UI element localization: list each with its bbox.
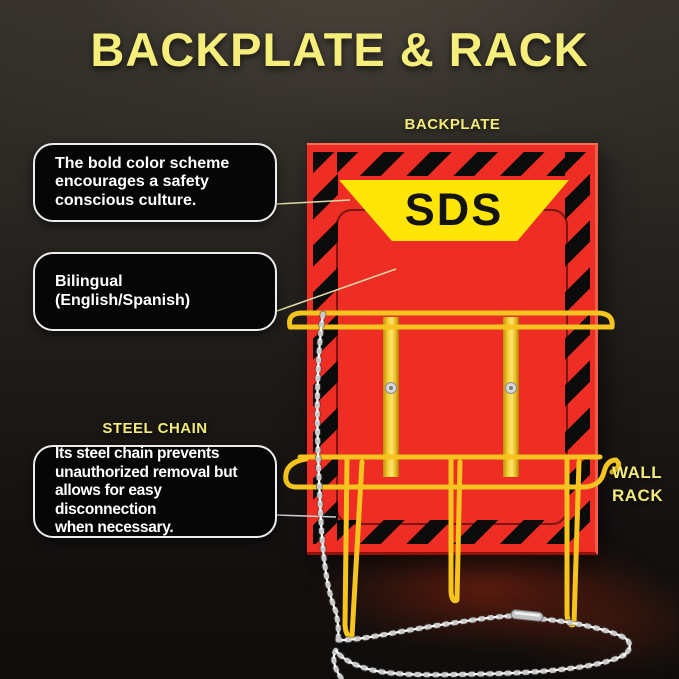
callout-color-scheme: The bold color scheme encourages a safet… — [33, 143, 277, 222]
chain-connector — [510, 609, 544, 622]
hazard-stripe-top — [337, 152, 565, 176]
sds-sign-text: SDS — [404, 183, 504, 235]
backplate-label: BACKPLATE — [404, 116, 501, 133]
callout-bilingual-text: Bilingual (English/Spanish) — [55, 273, 191, 309]
callout-bilingual: Bilingual (English/Spanish) — [33, 252, 277, 331]
document-holder-outline — [336, 209, 568, 525]
callout-steel-chain: Its steel chain prevents unauthorized re… — [33, 445, 277, 538]
callout-steel-chain-text: Its steel chain prevents unauthorized re… — [55, 445, 238, 537]
page-title: BACKPLATE & RACK — [90, 23, 589, 76]
steel-chain-label: STEEL CHAIN — [102, 420, 208, 437]
callout-color-scheme-text: The bold color scheme encourages a safet… — [55, 154, 230, 209]
rack-top-bar-left-end — [287, 310, 305, 330]
floor-red-reflection — [250, 540, 679, 679]
sds-backplate: SDS — [307, 143, 598, 555]
rack-top-bar-right-end — [594, 310, 615, 330]
hazard-stripe-right — [565, 152, 590, 544]
hazard-stripe-left — [313, 152, 338, 544]
wall-rack-label: WALL RACK — [612, 463, 664, 505]
